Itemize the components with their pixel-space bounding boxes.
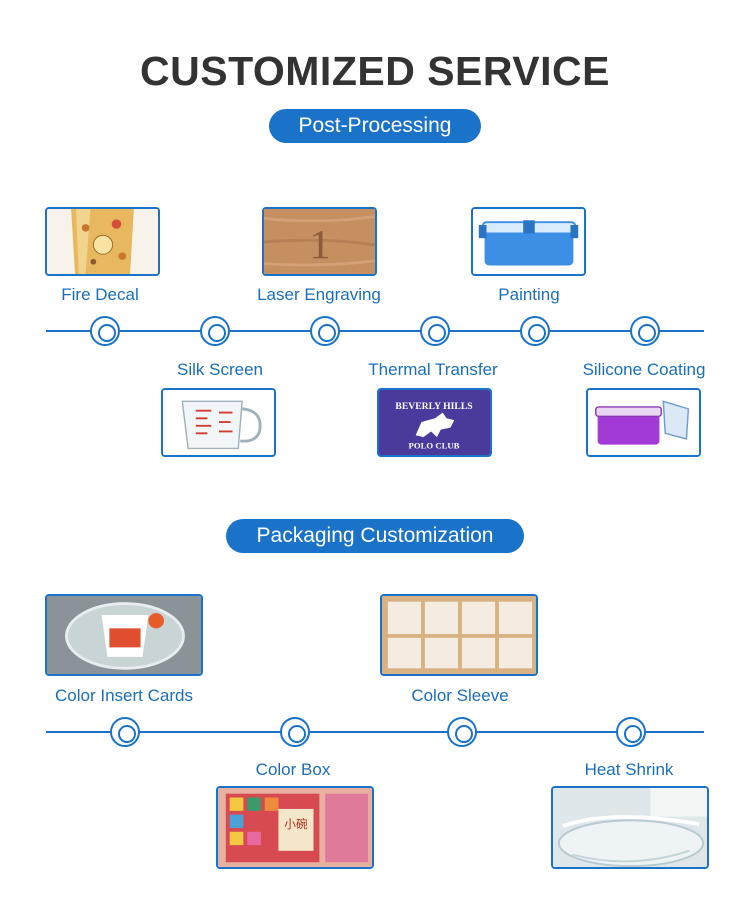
label-color-insert-cards: Color Insert Cards	[55, 686, 193, 705]
timeline-node-color-insert-cards	[110, 717, 140, 747]
post-processing-timeline	[46, 330, 704, 332]
thermal-transfer-image: BEVERLY HILLS POLO CLUB	[377, 388, 492, 457]
timeline-node-thermal-transfer	[420, 316, 450, 346]
timeline-node-silicone-coating	[630, 316, 660, 346]
label-silicone-coating: Silicone Coating	[582, 360, 706, 379]
timeline-node-color-box	[280, 717, 310, 747]
label-color-box: Color Box	[255, 760, 331, 779]
label-color-sleeve: Color Sleeve	[411, 686, 509, 705]
timeline-node-laser-engraving	[310, 316, 340, 346]
thermal-bottom-text: POLO CLUB	[409, 441, 460, 451]
page-title: CUSTOMIZED SERVICE	[140, 48, 610, 94]
color-box-chars: 小碗	[284, 817, 308, 831]
color-sleeve-image	[380, 594, 538, 676]
packaging-timeline	[46, 731, 704, 733]
timeline-node-painting	[520, 316, 550, 346]
timeline-node-fire-decal	[90, 316, 120, 346]
heat-shrink-image	[551, 786, 709, 869]
silk-screen-image	[161, 388, 276, 457]
label-laser-engraving: Laser Engraving	[257, 285, 381, 304]
laser-numeral: 1	[309, 222, 330, 267]
section-pill-packaging: Packaging Customization	[226, 519, 524, 553]
thermal-top-text: BEVERLY HILLS	[395, 402, 472, 412]
label-silk-screen: Silk Screen	[177, 360, 263, 379]
silicone-coating-image	[586, 388, 701, 457]
timeline-node-silk-screen	[200, 316, 230, 346]
label-thermal-transfer: Thermal Transfer	[368, 360, 498, 379]
section-pill-post-processing: Post-Processing	[269, 109, 481, 143]
painting-image	[471, 207, 586, 276]
timeline-node-color-sleeve	[447, 717, 477, 747]
label-fire-decal: Fire Decal	[61, 285, 139, 304]
color-box-image: 小碗	[216, 786, 374, 869]
timeline-node-heat-shrink	[616, 717, 646, 747]
laser-engraving-image: 1	[262, 207, 377, 276]
fire-decal-image	[45, 207, 160, 276]
label-painting: Painting	[498, 285, 560, 304]
label-heat-shrink: Heat Shrink	[584, 760, 674, 779]
color-insert-cards-image	[45, 594, 203, 676]
